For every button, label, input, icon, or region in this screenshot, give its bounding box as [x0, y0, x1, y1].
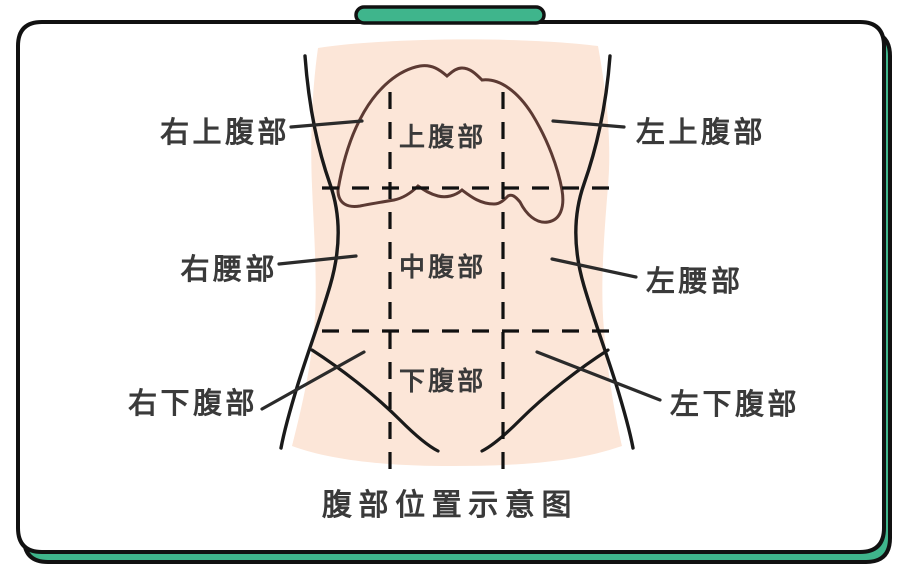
label-right-upper-abdomen: 右上腹部: [160, 117, 290, 149]
inguinal-ligament-right: [310, 348, 440, 453]
label-lower-abdomen: 下腹部: [399, 366, 487, 396]
inguinal-ligament-left: [480, 348, 610, 453]
costal-margin-arch: [336, 64, 565, 224]
label-right-lumbar: 右腰部: [180, 254, 278, 286]
torso-contour-right: [574, 54, 635, 450]
leader-line-right-upper-abdomen: [289, 119, 364, 129]
diagram-title: 腹部位置示意图: [321, 489, 579, 522]
torso-contour-left: [279, 54, 340, 450]
label-middle-abdomen: 中腹部: [399, 252, 487, 282]
label-left-lumbar: 左腰部: [646, 266, 744, 298]
label-upper-abdomen: 上腹部: [399, 122, 487, 152]
leader-line-left-lumbar: [550, 257, 638, 279]
label-left-upper-abdomen: 左上腹部: [636, 117, 766, 149]
label-right-lower-abdomen: 右下腹部: [128, 388, 258, 420]
leader-line-left-upper-abdomen: [551, 119, 626, 129]
label-left-lower-abdomen: 左下腹部: [670, 389, 800, 421]
leader-line-right-lower-abdomen: [260, 350, 366, 411]
card-accent-tab: [354, 5, 546, 25]
leader-line-left-lower-abdomen: [535, 350, 662, 402]
leader-line-right-lumbar: [277, 254, 358, 266]
